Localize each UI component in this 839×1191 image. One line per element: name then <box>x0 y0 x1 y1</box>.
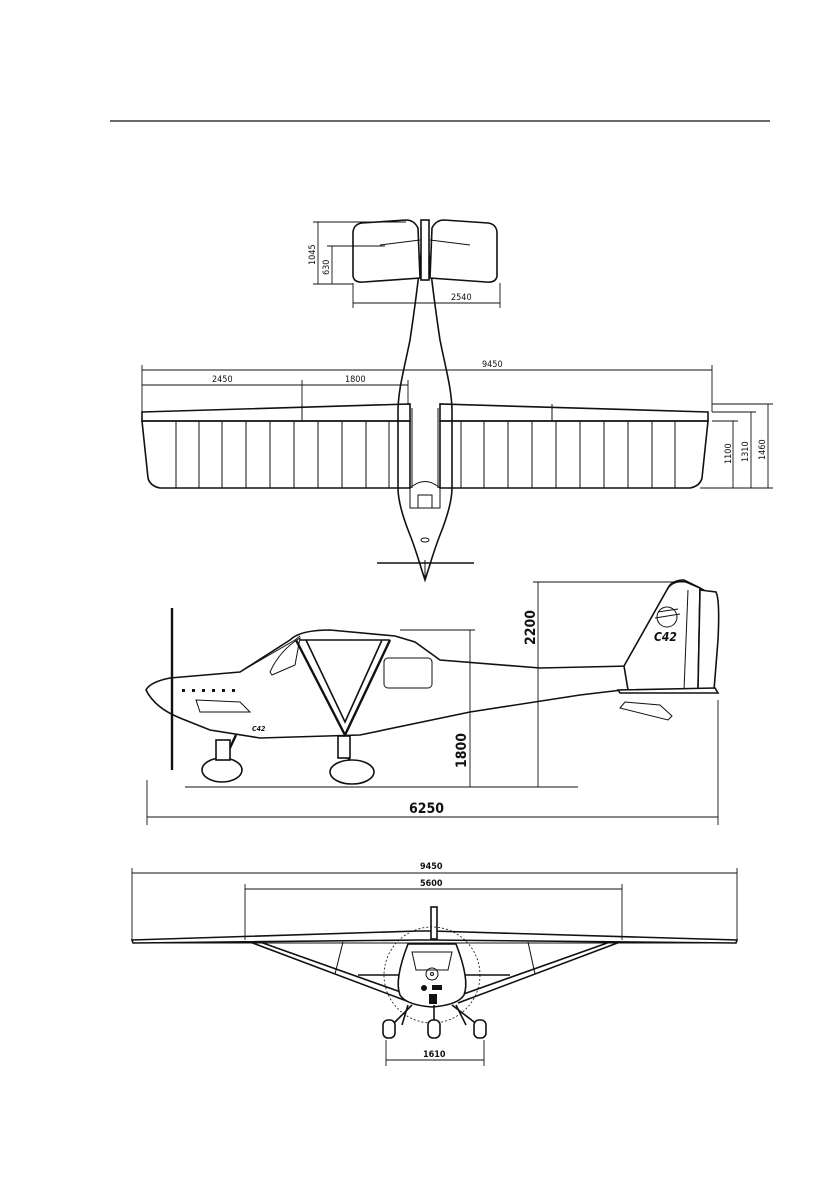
dim-wing-chord-2: 1310 <box>741 441 751 462</box>
cabin-window <box>384 658 432 688</box>
fuselage-logo-text: C42 <box>252 725 266 733</box>
dim-elevator-chord: 630 <box>322 260 332 275</box>
left-wheel <box>383 1020 395 1038</box>
top-view: 9450 2450 1800 2540 1045 630 1100 1310 1… <box>142 220 773 580</box>
dim-track: 1610 <box>423 1050 446 1060</box>
dim-outer-panel: 2450 <box>212 375 233 385</box>
right-wheel <box>474 1020 486 1038</box>
nose-wheel <box>202 758 242 782</box>
wing-ribs <box>176 421 675 488</box>
dim-wing-chord-3: 1460 <box>758 439 768 460</box>
side-view: C42 C42 <box>146 580 719 825</box>
dim-wingspan-front: 9450 <box>420 862 443 872</box>
dim-tail-chord: 1045 <box>308 244 318 265</box>
main-wheel <box>330 760 374 784</box>
fin-logo-text: C42 <box>654 630 677 644</box>
dim-cabin-height: 1800 <box>454 733 470 768</box>
dim-length: 6250 <box>409 801 444 817</box>
cowling-vents <box>182 689 235 692</box>
nose-wheel-front <box>428 1020 440 1038</box>
dim-inner-panel: 1800 <box>345 375 366 385</box>
dim-height: 2200 <box>523 610 539 645</box>
dim-wingspan-top: 9450 <box>482 360 503 370</box>
front-view: 9450 5600 1610 <box>132 862 737 1066</box>
dim-tail-span: 2540 <box>451 293 472 303</box>
dim-wing-chord-1: 1100 <box>724 443 734 464</box>
dim-strut-span: 5600 <box>420 879 443 889</box>
side-view-dimension-lines <box>147 582 718 825</box>
